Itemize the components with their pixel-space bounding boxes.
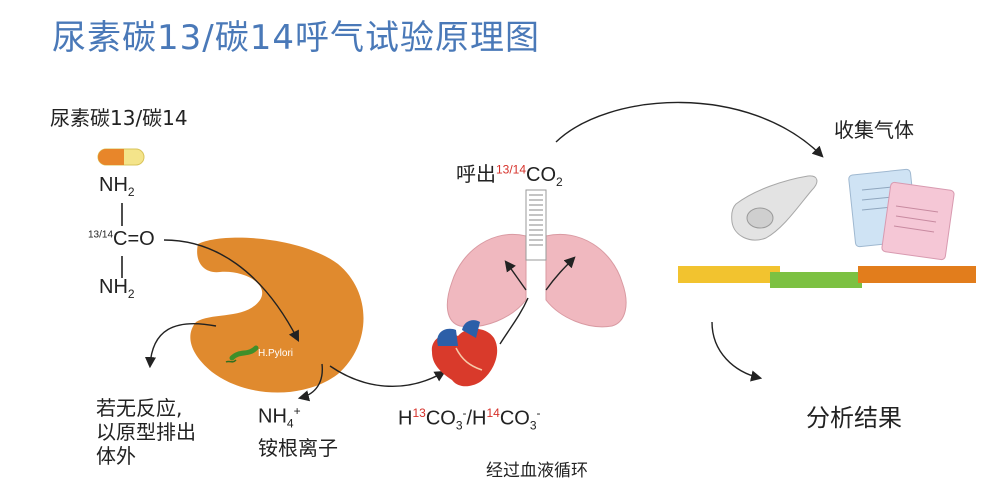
bicarbonate-sup2: - <box>536 406 541 420</box>
bicarbonate-co1: CO <box>425 407 456 430</box>
exhale-prefix: 呼出 <box>456 164 496 186</box>
collect-gas-label: 收集气体 <box>834 118 914 142</box>
arrow-lung-left <box>504 260 527 291</box>
bicarbonate-sub1: 3 <box>455 418 463 433</box>
arrow-urea-to-stomach <box>163 239 300 342</box>
bicarbonate-iso2: 14 <box>486 406 500 420</box>
ammonium-formula: NH4+ <box>258 404 301 431</box>
urea-nh2-bottom: NH2 <box>99 276 135 301</box>
ammonium-base: NH <box>258 405 287 428</box>
exhale-label: 呼出13/14CO2 <box>456 158 563 189</box>
page-title: 尿素碳13/碳14呼气试验原理图 <box>52 18 540 58</box>
ammonium-sup: + <box>293 404 301 418</box>
breath-device-icon <box>731 175 818 241</box>
no-reaction-line-1: 若无反应, <box>96 396 183 420</box>
arrow-to-analysis <box>711 321 763 382</box>
urea-nh2-top: NH2 <box>99 174 135 199</box>
arrow-exhale-to-collect <box>555 101 824 158</box>
sample-bag-pink-icon <box>881 181 955 261</box>
urea-nh-bottom-text: NH <box>99 276 128 298</box>
no-reaction-label: 若无反应, 以原型排出 体外 <box>96 396 196 468</box>
no-reaction-line-2: 以原型排出 <box>96 420 196 444</box>
arrow-no-reaction <box>144 322 217 369</box>
arrow-heart-to-lungs <box>499 297 529 345</box>
arrow-to-heart <box>329 365 446 387</box>
bicarbonate-formula: H13CO3-/H14CO3- <box>398 406 541 433</box>
bicarbonate-co2: CO <box>499 407 530 430</box>
urea-nh-bottom-sub: 2 <box>127 287 135 301</box>
bicarbonate-sub2: 3 <box>529 418 537 433</box>
capsule-icon <box>97 148 145 166</box>
arrow-lung-right <box>545 256 576 291</box>
exhale-sub: 2 <box>556 175 563 189</box>
exhale-co: CO <box>526 164 557 186</box>
arrow-to-ammonium <box>297 363 323 402</box>
capsule-label: 尿素碳13/碳14 <box>50 106 188 130</box>
ammonium-sub: 4 <box>286 416 294 431</box>
bicarbonate-iso1: 13 <box>412 406 426 420</box>
urea-nh-top-text: NH <box>99 174 128 196</box>
exhale-iso: 13/14 <box>496 162 527 177</box>
trachea-icon <box>525 189 547 261</box>
urea-nh-top-sub: 2 <box>127 185 135 199</box>
bacteria-label: H.Pylori <box>258 348 294 359</box>
urea-isotope: 13/14 <box>88 229 114 241</box>
heart-icon <box>431 320 498 387</box>
analysis-label: 分析结果 <box>806 404 902 432</box>
stomach-shape <box>190 237 364 393</box>
bicarbonate-sup1: - <box>462 406 467 420</box>
ammonium-name: 铵根离子 <box>258 436 338 460</box>
bacterium-icon <box>225 345 259 363</box>
urea-core: C=O <box>113 228 155 250</box>
circulation-label: 经过血液循环 <box>486 461 588 481</box>
no-reaction-line-3: 体外 <box>96 444 136 468</box>
urea-carbonyl: 13/14C=O <box>88 228 155 251</box>
bicarbonate-slash: /H <box>466 407 487 430</box>
bicarbonate-h1: H <box>398 407 413 430</box>
result-bar <box>678 266 976 288</box>
